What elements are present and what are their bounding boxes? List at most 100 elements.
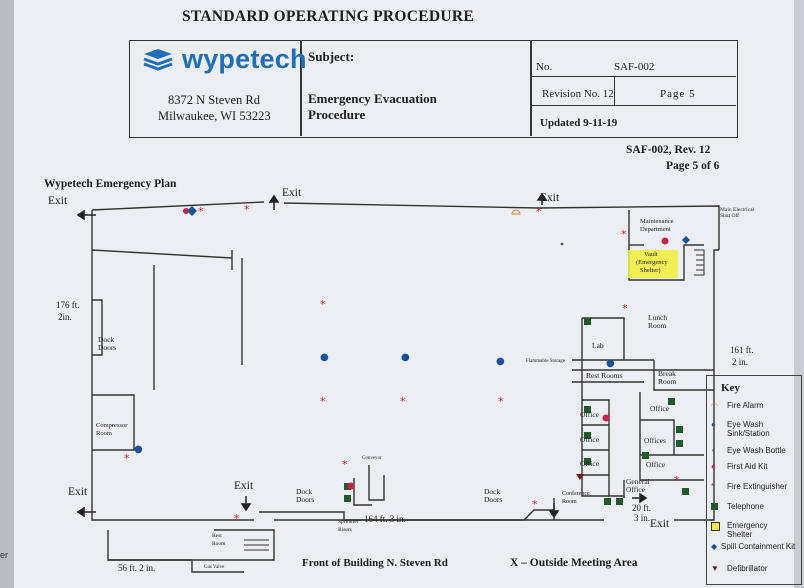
telephone-markers — [344, 318, 689, 505]
eye-wash-station-icon: ● — [711, 420, 716, 429]
eye-wash-bottle-icon — [560, 242, 564, 246]
header-divider — [300, 41, 302, 136]
dock-doors-left: Dock Doors — [98, 335, 117, 352]
telephone-icon — [642, 452, 649, 459]
fire-alarm-icon — [511, 209, 521, 215]
telephone-icon — [344, 495, 351, 502]
telephone-icon — [604, 498, 611, 505]
telephone-icon — [584, 406, 591, 413]
plan-title: Wypetech Emergency Plan — [44, 178, 177, 190]
telephone-icon — [682, 488, 689, 495]
office-label: Office — [646, 460, 666, 469]
gas-valve: Gas Valve — [204, 565, 225, 570]
dimension-left: 176 ft. — [56, 300, 80, 310]
telephone-icon — [584, 432, 591, 439]
address-line-2: Milwaukee, WI 53223 — [158, 109, 271, 123]
dimension-small: 20 ft. — [632, 503, 651, 513]
conveyor-label: Conveyor — [362, 456, 382, 461]
vault-label-3: Shelter) — [640, 267, 661, 274]
break-room: Break Room — [658, 369, 677, 386]
telephone-icon — [584, 318, 591, 325]
exit-label: Exit — [540, 192, 560, 204]
header-divider — [530, 105, 736, 107]
fire-extinguisher-icon: * — [711, 482, 715, 491]
spill-kit-icon: ◆ — [711, 542, 718, 551]
defibrillator-icon — [576, 474, 584, 480]
fire-extinguisher-icon: * — [536, 205, 542, 218]
fire-extinguisher-icon: * — [198, 205, 204, 218]
telephone-icon — [711, 503, 718, 510]
first-aid-kit-icon: ● — [711, 462, 716, 471]
fire-alarm-icon: ◠ — [711, 401, 718, 410]
telephone-icon — [344, 483, 351, 490]
doc-page-of: Page 5 of 6 — [666, 160, 720, 172]
telephone-icon — [676, 426, 683, 433]
flammable-storage: Flammable Storage — [526, 359, 566, 364]
office-label: Office — [580, 459, 600, 468]
emergency-shelter-highlight — [628, 250, 678, 278]
emergency-shelter-icon — [711, 522, 720, 531]
logo-mark-icon — [143, 49, 173, 71]
adjacent-sheet-edge: er — [0, 0, 14, 588]
dimension-small-2: 3 in. — [634, 513, 651, 523]
spill-kit-icon — [682, 236, 690, 244]
dimension-right-2: 2 in. — [732, 357, 749, 367]
brand-name: wypetech — [182, 44, 307, 74]
outside-meeting-area: X – Outside Meeting Area — [510, 557, 638, 569]
fire-extinguisher-markers: * * * * * * * * * * * * * * — [124, 203, 680, 525]
front-of-building: Front of Building N. Steven Rd — [302, 557, 448, 569]
header-table: wypetech 8372 N Steven Rd Milwaukee, WI … — [129, 40, 738, 138]
first-aid-kit-icon — [183, 208, 189, 214]
vault-label: Vault — [644, 251, 658, 258]
lunch-room: Lunch Room — [648, 313, 668, 330]
sprinkler-risers: Sprinkler Risers — [338, 519, 359, 533]
fire-extinguisher-icon: * — [320, 298, 326, 311]
header-divider — [614, 76, 616, 105]
eye-wash-station-icon: ● — [134, 444, 143, 455]
dimension-bottom-left: 56 ft. 2 in. — [118, 563, 156, 573]
exit-label: Exit — [282, 187, 302, 199]
lab-label: Lab — [592, 341, 604, 350]
fire-extinguisher-icon: * — [674, 474, 680, 487]
first-aid-kit-icon — [661, 237, 669, 245]
subject-line-2: Procedure — [308, 107, 366, 122]
dock-doors-bottom-right: Dock Doors — [484, 487, 503, 504]
maintenance-department: Maintenance Department — [640, 218, 674, 233]
spill-kit-icon — [187, 206, 197, 216]
fire-extinguisher-icon: * — [342, 458, 348, 471]
telephone-icon — [584, 458, 591, 465]
exit-label: Exit — [68, 486, 88, 498]
fire-extinguisher-icon: * — [498, 395, 504, 408]
exit-label: Exit — [234, 480, 254, 492]
telephone-icon — [616, 498, 623, 505]
subject-label: Subject: — [308, 49, 355, 64]
dimension-right: 161 ft. — [730, 345, 754, 355]
office-label: Office — [650, 404, 670, 413]
dimension-left-2: 2in. — [58, 312, 72, 322]
first-aid-kit-icon — [602, 414, 610, 422]
doc-number-label: No. — [536, 61, 553, 73]
conference-room: Conference Room — [562, 491, 590, 505]
exit-label: Exit — [650, 518, 670, 530]
eye-wash-station-icon: ● — [606, 358, 615, 369]
exit-label: Exit — [48, 195, 68, 207]
fire-extinguisher-icon: * — [234, 512, 240, 525]
eye-wash-station-icon: ● — [496, 356, 505, 367]
eye-wash-station-icon: ● — [320, 352, 329, 363]
fire-extinguisher-icon: * — [244, 203, 250, 216]
defibrillator-icon: ▼ — [711, 564, 719, 573]
office-label: Office — [580, 435, 600, 444]
compressor-room: Compressor Room — [96, 422, 128, 437]
address-line-1: 8372 N Steven Rd — [168, 93, 261, 107]
eye-wash-bottle-markers — [560, 242, 564, 246]
map-key: Key ◠ Fire Alarm ● Eye Wash Sink/Station… — [706, 375, 802, 585]
wypetech-logo: wypetech — [140, 44, 306, 76]
fire-extinguisher-icon: * — [532, 498, 538, 511]
fire-extinguisher-icon: * — [621, 228, 627, 241]
dimension-bottom: 164 ft. 3 in. — [364, 514, 406, 524]
eye-wash-bottle-icon: • — [712, 446, 715, 455]
rest-rooms: Rest Rooms — [586, 371, 623, 380]
updated-date: Updated 9-11-19 — [540, 117, 618, 129]
adjacent-sheet-fragment: er — [0, 550, 9, 560]
telephone-icon — [676, 440, 683, 447]
